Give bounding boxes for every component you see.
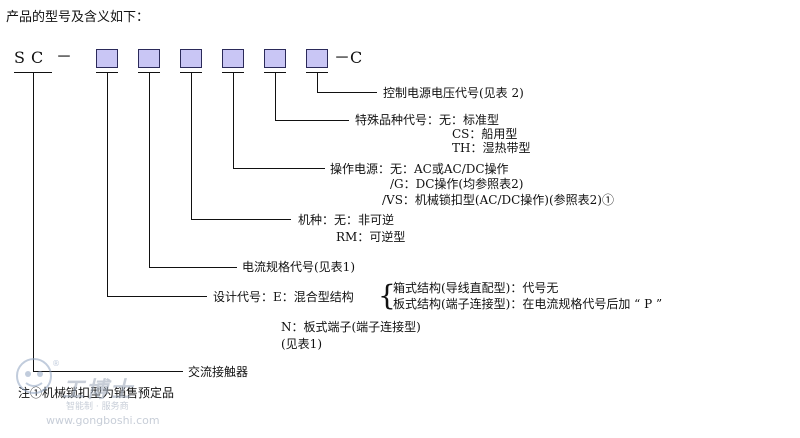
connector-line bbox=[33, 371, 183, 372]
label-special-cs: CS：船用型 bbox=[452, 127, 518, 141]
label-ac-contactor: 交流接触器 bbox=[188, 365, 249, 379]
diagram-heading: 产品的型号及含义如下： bbox=[6, 10, 150, 25]
box-underline bbox=[264, 72, 286, 73]
label-design-n-ref: (见表1) bbox=[281, 337, 322, 351]
watermark-brand: 工博士 bbox=[62, 377, 135, 403]
label-special-th: TH：湿热带型 bbox=[452, 141, 531, 155]
label-design-board: 板式结构(端子连接型)：在电流规格代号后加 “ P ” bbox=[393, 297, 663, 311]
label-control-voltage: 控制电源电压代号(见表 2) bbox=[383, 86, 524, 100]
watermark-logo-icon: ® bbox=[12, 356, 62, 400]
footnote: 注①机械锁扣型为销售预定品 bbox=[18, 386, 175, 400]
connector-line bbox=[233, 73, 234, 168]
connector-line bbox=[191, 219, 291, 220]
brace-icon: { bbox=[378, 279, 396, 312]
box-underline bbox=[222, 72, 244, 73]
connector-line bbox=[33, 73, 34, 371]
label-op-vs: /VS：机械锁扣型(AC/DC操作)(参照表2)① bbox=[382, 193, 614, 207]
svg-text:®: ® bbox=[52, 359, 60, 368]
box-underline bbox=[138, 72, 160, 73]
label-design-code: 设计代号：E：混合型结构 bbox=[213, 290, 354, 304]
connector-line bbox=[107, 296, 207, 297]
connector-line bbox=[149, 73, 150, 267]
code-box-op-power bbox=[222, 49, 244, 68]
label-op-g: /G：DC操作(均参照表2) bbox=[390, 177, 524, 191]
code-prefix: SC bbox=[14, 48, 50, 67]
box-underline bbox=[306, 72, 328, 73]
watermark-slogan: 智能制 · 服务商 bbox=[66, 402, 129, 412]
code-box-current bbox=[138, 49, 160, 68]
code-dash: － bbox=[56, 47, 73, 66]
label-special-product: 特殊品种代号：无：标准型 bbox=[355, 113, 500, 127]
code-box-control-voltage bbox=[306, 49, 328, 68]
label-op-power: 操作电源：无：AC或AC/DC操作 bbox=[330, 162, 509, 176]
connector-line bbox=[149, 267, 237, 268]
label-design-box: 箱式结构(导线直配型)：代号无 bbox=[393, 281, 559, 295]
connector-line bbox=[275, 73, 276, 120]
box-underline bbox=[180, 72, 202, 73]
code-box-special bbox=[264, 49, 286, 68]
connector-line bbox=[191, 73, 192, 219]
label-mech-type: 机种：无：非可逆 bbox=[298, 213, 395, 227]
label-design-n: N：板式端子(端子连接型) bbox=[281, 320, 421, 334]
label-current-code: 电流规格代号(见表1) bbox=[242, 260, 355, 274]
connector-line bbox=[107, 73, 108, 296]
code-suffix: －C bbox=[334, 48, 363, 67]
connector-line bbox=[317, 92, 377, 93]
connector-line bbox=[233, 168, 325, 169]
code-box-design bbox=[96, 49, 118, 68]
label-mech-rm: RM：可逆型 bbox=[336, 230, 406, 244]
code-box-mech bbox=[180, 49, 202, 68]
watermark-url: www.gongboshi.com bbox=[46, 414, 160, 427]
connector-line bbox=[275, 120, 349, 121]
box-underline bbox=[96, 72, 118, 73]
code-prefix-underline bbox=[14, 72, 52, 73]
connector-line bbox=[317, 73, 318, 92]
